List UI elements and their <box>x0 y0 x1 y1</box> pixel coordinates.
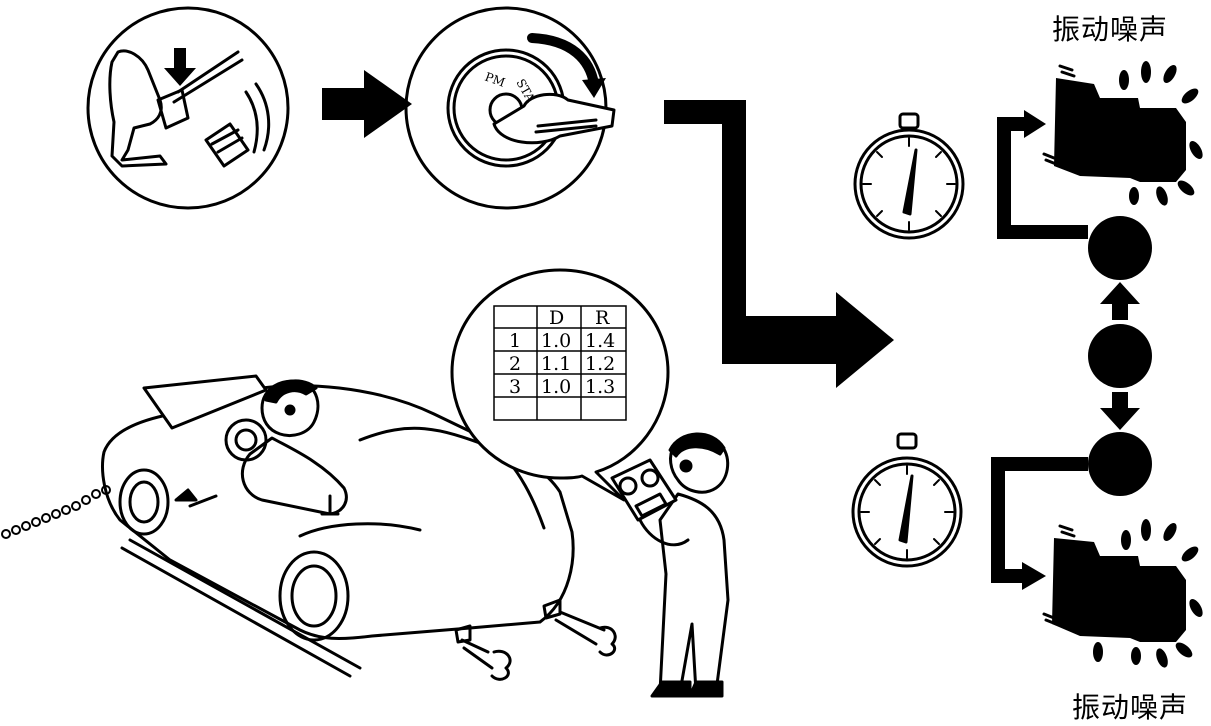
table-header-r: R <box>595 307 610 329</box>
vibration-noise-label-bottom: 振动噪声 <box>1072 691 1189 724</box>
table-row-label: 2 <box>509 353 521 375</box>
arrow-up <box>1100 282 1140 320</box>
table-cell: 1.1 <box>541 353 571 375</box>
table-cell: 1.0 <box>541 330 571 352</box>
table-row-label: 1 <box>509 330 521 352</box>
table-cell: 1.4 <box>585 330 615 352</box>
table-header-d: D <box>549 307 564 329</box>
connector-top-arrowhead <box>1024 110 1046 138</box>
stopwatch-icon <box>853 112 965 240</box>
brake-pedal-icon <box>86 6 290 210</box>
connector-top <box>997 117 1088 239</box>
car-icon <box>1 374 617 681</box>
flow-dot <box>1088 216 1152 280</box>
table-cell: 1.0 <box>541 376 571 398</box>
transmission-icon <box>1042 61 1203 206</box>
vibration-noise-label-top: 振动噪声 <box>1052 13 1169 46</box>
flow-dot <box>1088 432 1152 496</box>
ignition-key-icon: PM STA <box>404 6 616 210</box>
arrow-elbow <box>664 100 894 388</box>
connector-bottom-arrowhead <box>1022 562 1046 590</box>
transmission-icon <box>1042 519 1203 668</box>
flow-dot <box>1088 324 1152 388</box>
arrow-right-1 <box>322 70 412 138</box>
svg-text:PM: PM <box>483 70 507 90</box>
table-row-label: 3 <box>509 376 521 398</box>
connector-bottom <box>991 457 1088 583</box>
data-table <box>493 305 627 421</box>
arrow-down <box>1100 392 1140 430</box>
table-cell: 1.3 <box>585 376 615 398</box>
table-cell: 1.2 <box>585 353 615 375</box>
stopwatch-icon <box>851 432 963 568</box>
table-text: D R 1 1.0 1.4 2 1.1 1.2 3 1.0 1.3 <box>509 307 615 398</box>
technician-icon <box>610 432 730 698</box>
